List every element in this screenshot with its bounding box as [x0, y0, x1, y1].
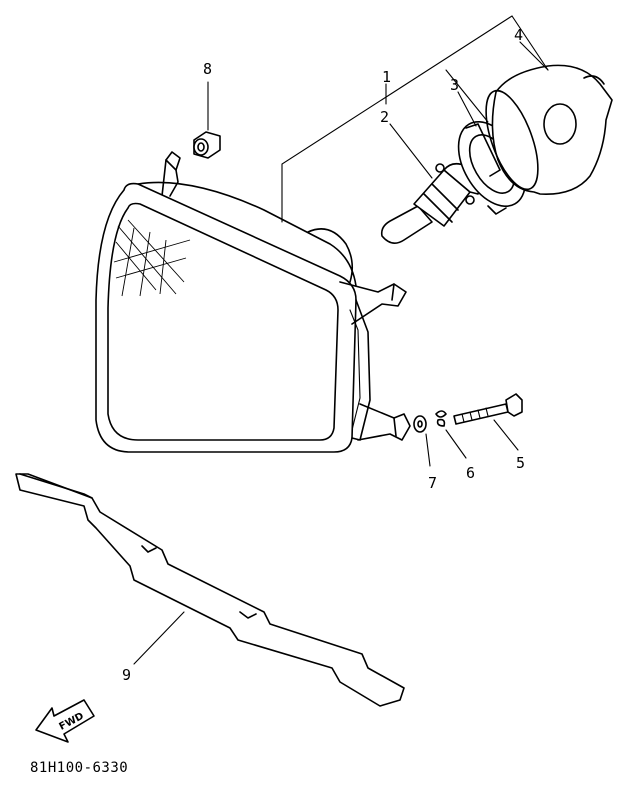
- callout-9: 9: [122, 666, 131, 684]
- lens-pattern: [113, 219, 191, 297]
- callout-2: 2: [380, 108, 389, 126]
- callout-4: 4: [514, 26, 523, 44]
- callout-8: 8: [203, 60, 212, 78]
- spring: [435, 410, 447, 427]
- callout-1: 1: [382, 68, 391, 86]
- drawing-code: 81H100-6330: [30, 760, 128, 776]
- washer: [413, 415, 427, 433]
- cover-plate: [15, 473, 405, 707]
- adjuster-screw: [453, 393, 523, 425]
- callout-3: 3: [450, 76, 459, 94]
- callout-6: 6: [466, 464, 475, 482]
- forward-arrow-icon: FWD: [35, 699, 95, 743]
- bulb-cover: [485, 64, 613, 195]
- callout-7: 7: [428, 474, 437, 492]
- callout-5: 5: [516, 454, 525, 472]
- headlight-housing: [95, 151, 411, 453]
- leader-lines: [133, 15, 549, 665]
- collar: [193, 131, 221, 159]
